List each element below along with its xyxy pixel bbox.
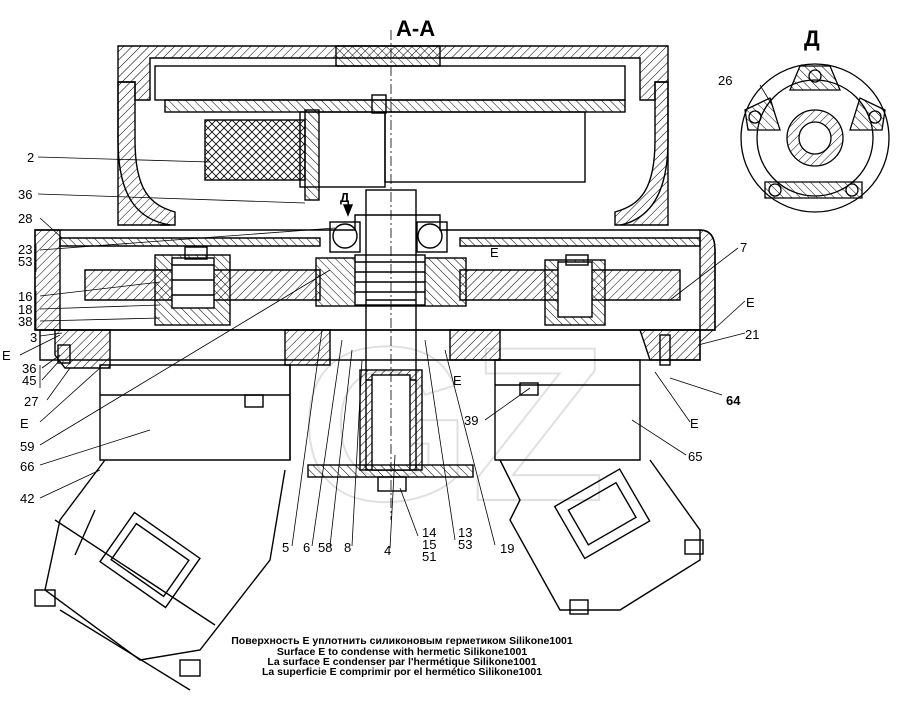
callout-label: 8 [344,540,351,555]
note-es: La superficie E comprimir por el herméti… [262,666,542,678]
callout-label: 16 [18,289,32,304]
callout-label: 36 [22,361,36,376]
callout-label: E [746,295,755,310]
callout-label: 23 [18,242,32,257]
callout-label: 65 [688,449,702,464]
note-en: Surface E to condense with hermetic Sili… [277,646,527,658]
callout-label: E [690,416,699,431]
right-callouts: 7 E 21 64 E 65 39 E E [453,240,759,464]
housing-outline [34,30,716,691]
callout-label: 19 [500,541,514,556]
callout-label: 51 [422,549,436,564]
callout-label: 5 [282,540,289,555]
callout-label: 28 [18,211,32,226]
note-ru: Поверхность Е уплотнить силиконовым герм… [231,635,573,647]
callout-label: 15 [422,537,436,552]
detail-view [740,63,890,213]
callout-label: 38 [18,314,32,329]
callout-label: 64 [726,393,741,408]
callout-label: E [490,245,499,260]
callout-label: 2 [27,150,34,165]
callout-label: 21 [745,327,759,342]
view-marker: Д [340,190,350,205]
sealant-notes: Поверхность Е уплотнить силиконовым герм… [231,635,573,678]
callout-label: 66 [20,459,34,474]
bottom-callouts: 5 6 58 8 4 14 15 51 13 53 19 [282,525,514,564]
callout-label: 59 [20,439,34,454]
callout-label: 58 [318,540,332,555]
callout-label: 6 [303,540,310,555]
callout-label: 14 [422,525,436,540]
callout-label: 42 [20,491,34,506]
detail-title: Д [804,26,820,51]
callout-label: 45 [22,373,36,388]
note-fr: La surface E condenser par l'hermétique … [267,656,536,668]
callout-label: 53 [18,254,32,269]
callout-label: 27 [24,394,38,409]
callout-label: 7 [740,240,747,255]
callout-label: 13 [458,525,472,540]
section-title: А-А [396,16,435,41]
callout-label: 53 [458,537,472,552]
detail-label: 26 [718,73,732,88]
left-callouts: 2 36 28 23 53 16 18 38 3 E 36 45 27 E 59… [2,150,38,506]
callout-label: E [453,373,462,388]
callout-label: 39 [464,413,478,428]
leader-lines [19,156,746,549]
callout-label: 18 [18,302,32,317]
callout-label: E [2,348,11,363]
callout-label: 3 [30,330,37,345]
callout-label: 36 [18,187,32,202]
callout-label: E [20,416,29,431]
callout-label: 4 [384,543,391,558]
